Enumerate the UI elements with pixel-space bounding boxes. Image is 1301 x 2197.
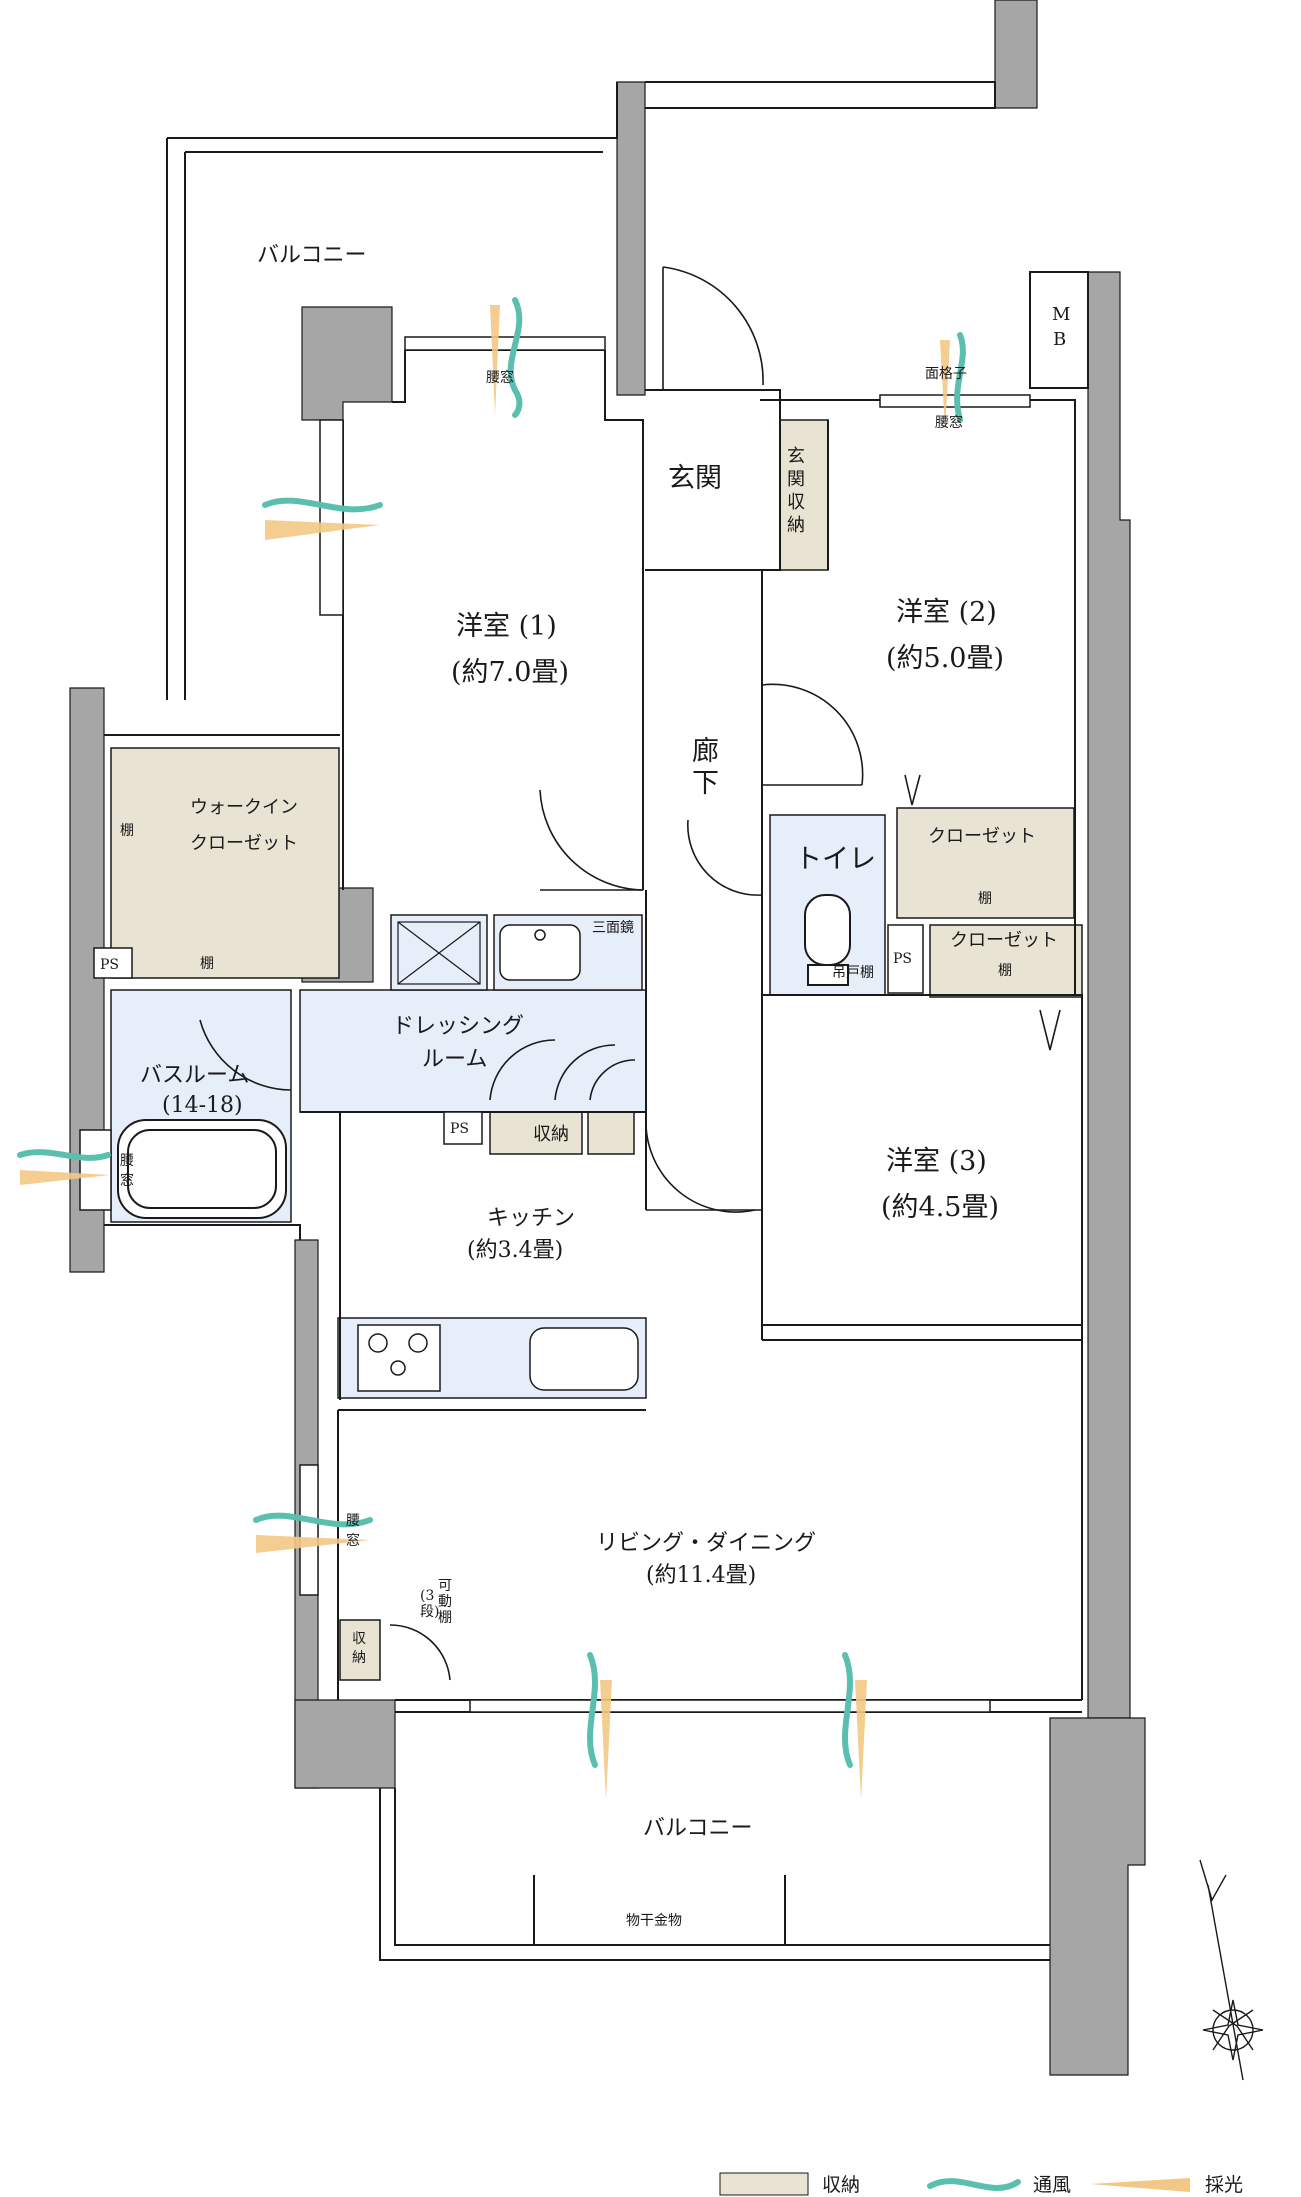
corridor-1: 廊 [692, 736, 719, 767]
legend-storage-swatch [719, 2172, 809, 2196]
ps-kitchen: PS [450, 1121, 469, 1137]
western1-size: (約7.0畳) [451, 657, 569, 688]
ventilation-legend-icon [927, 2178, 1021, 2191]
dressing-line2: ルーム [422, 1047, 487, 1072]
hanging-shelf: 吊戸棚 [832, 965, 874, 981]
structural-walls [69, 0, 1146, 2076]
labels: バルコニー 洋室 (1) (約7.0畳) 洋室 (2) (約5.0畳) 洋室 (… [100, 243, 1070, 1929]
movable-shelf-3: 棚 [438, 1610, 452, 1626]
mb-2: B [1053, 329, 1066, 350]
ps-left: PS [100, 957, 119, 973]
daylight-legend-icon [1090, 2178, 1190, 2192]
waist-window-living-2: 窓 [346, 1532, 360, 1549]
storage-areas [110, 419, 1083, 1681]
kitchen-sink [529, 1327, 639, 1391]
closet-upper-label: クローゼット [928, 826, 1036, 847]
corridor-2: 下 [692, 768, 719, 799]
entrance-storage-2: 関 [787, 469, 805, 490]
living-storage-1: 収 [352, 1631, 366, 1647]
legend-storage-label: 収納 [822, 2174, 860, 2196]
kitchen-name: キッチン [487, 1206, 575, 1231]
daylight-icon [20, 305, 950, 1800]
movable-shelf-1: 可 [438, 1578, 452, 1594]
walkin-line1: ウォークイン [190, 797, 298, 818]
bathroom-name: バスルーム [140, 1063, 249, 1088]
dressing-storage: 収納 [533, 1124, 569, 1145]
washbasin [499, 924, 581, 981]
balcony-bottom-label: バルコニー [643, 1816, 753, 1841]
waist-window-room2: 腰窓 [935, 414, 963, 431]
ventilation-icon [17, 297, 966, 1768]
bathroom-size: (14-18) [162, 1093, 243, 1118]
three-mirror: 三面鏡 [592, 920, 634, 936]
bathtub [117, 1119, 287, 1219]
walkin-line2: クローゼット [190, 833, 298, 854]
living-size: (約11.4畳) [646, 1563, 756, 1588]
movable-shelf-2: 動 [438, 1594, 452, 1610]
walkin-shelf-h: 棚 [200, 956, 214, 972]
waist-window-room1: 腰窓 [486, 369, 514, 386]
entrance-storage-4: 納 [787, 515, 805, 536]
living-name: リビング・ダイニング [596, 1531, 816, 1556]
movable-shelf-steps-2: 段) [420, 1604, 439, 1620]
legend-ventilation-label: 通風 [1033, 2174, 1071, 2196]
walkin-shelf-v: 棚 [120, 823, 134, 839]
toilet-label: トイレ [795, 844, 876, 875]
wet-areas [110, 814, 886, 1399]
dressing-line1: ドレッシング [392, 1014, 524, 1039]
laundry-hardware: 物干金物 [626, 1913, 682, 1929]
closet-upper-shelf: 棚 [978, 891, 992, 907]
ps-boxes [93, 924, 924, 1145]
closet-lower-label: クローゼット [950, 930, 1058, 951]
face-lattice: 面格子 [925, 366, 967, 382]
movable-shelf-steps-1: (3 [420, 1588, 434, 1604]
living-storage-2: 納 [352, 1650, 366, 1666]
balcony-top-label: バルコニー [257, 243, 367, 268]
mb-1: M [1052, 304, 1070, 325]
washing-machine-pan [397, 921, 481, 985]
compass-icon [1199, 1859, 1264, 2081]
western3-size: (約4.5畳) [881, 1192, 999, 1223]
legend: 収納 通風 採光 [719, 2172, 1243, 2196]
ps-right: PS [893, 951, 912, 967]
toilet-bowl [804, 894, 851, 986]
entrance-storage-1: 玄 [787, 446, 805, 467]
western1-name: 洋室 (1) [456, 611, 557, 642]
waist-window-bath-2: 窓 [120, 1172, 134, 1189]
legend-daylight-label: 採光 [1205, 2174, 1243, 2196]
kitchen-size: (約3.4畳) [467, 1238, 563, 1263]
doors [199, 266, 1061, 1681]
entrance-label: 玄関 [668, 463, 722, 494]
closet-lower-shelf: 棚 [998, 963, 1012, 979]
waist-window-living-1: 腰 [346, 1513, 360, 1529]
waist-window-bath-1: 腰 [120, 1153, 134, 1169]
western2-name: 洋室 (2) [896, 597, 997, 628]
stove [357, 1324, 441, 1392]
western3-name: 洋室 (3) [886, 1146, 987, 1177]
entrance-storage-3: 収 [787, 492, 805, 513]
western2-size: (約5.0畳) [886, 643, 1004, 674]
